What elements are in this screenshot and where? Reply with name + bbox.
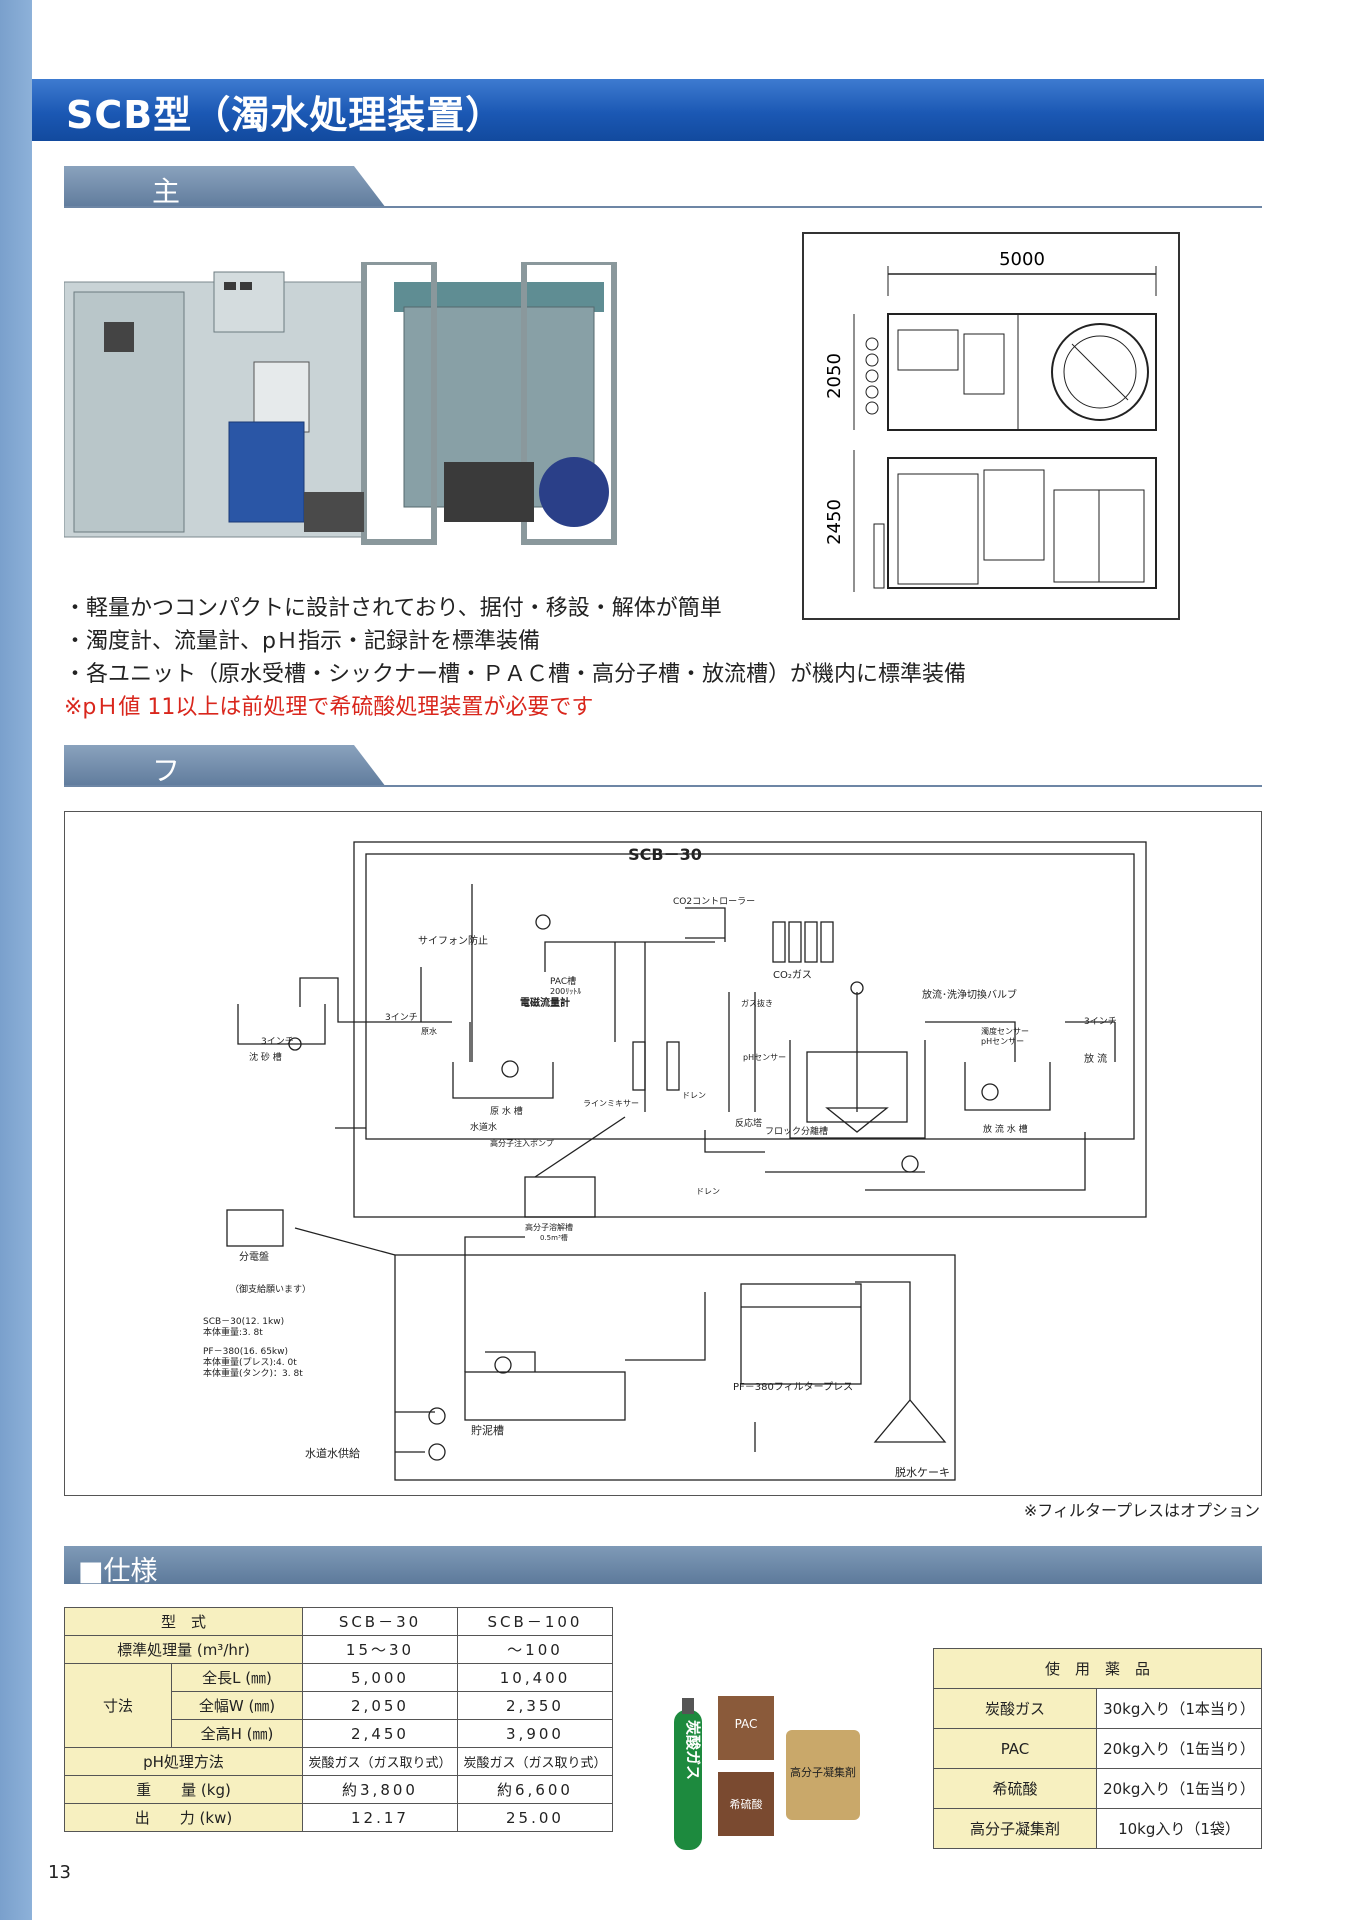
flow-label: CO₂ガス [773,969,812,981]
pac-can-label: PAC [735,1717,758,1731]
spec-row-label: 標準処理量 (m³/hr) [64,1635,303,1664]
spec-row-label: 重 量 (kg) [64,1775,303,1804]
spec-table: 型 式 SCB－30 SCB－100 標準処理量 (m³/hr) 15～30 ～… [64,1607,613,1832]
flow-label: 200ﾘｯﾄﾙ [550,987,581,996]
flow-label: ドレン [682,1091,706,1100]
spec-cell: 約3,800 [302,1775,458,1804]
spec-cell: 5,000 [302,1663,458,1692]
chemicals-illustration: 炭酸ガス PAC 希硫酸 高分子凝集剤 [674,1696,860,1850]
flow-label: 濁度センサー [981,1026,1029,1036]
flow-label: 放 流 [1084,1052,1107,1065]
plan-height-label: 2450 [824,499,845,545]
spec-row-label: 全高H (㎜) [171,1719,303,1748]
page-number: 13 [48,1862,71,1883]
left-color-strip [0,0,32,1920]
flow-label: 3インチ [385,1012,418,1023]
chem-header: 使 用 薬 品 [933,1648,1262,1689]
spec-section-header: ■仕様 [64,1546,1262,1587]
spec-header-col: SCB－100 [457,1607,613,1636]
flow-note: ※フィルタープレスはオプション [1023,1501,1260,1520]
features-list: ・軽量かつコンパクトに設計されており、据付・移設・解体が簡単 ・濁度計、流量計、… [64,592,966,724]
chem-qty: 20kg入り（1缶当り） [1096,1728,1262,1769]
spec-cell: 12.17 [302,1803,458,1832]
flow-label: PF－380(16. 65kw) [203,1347,288,1357]
flow-title: SCB－30 [628,845,702,864]
flow-label: pHセンサー [743,1053,786,1062]
chem-qty: 10kg入り（1袋） [1096,1808,1262,1849]
polymer-bag-label: 高分子凝集剤 [790,1765,856,1779]
chem-name: 高分子凝集剤 [933,1808,1097,1849]
flow-label: 3インチ [1084,1016,1117,1027]
flow-label: （御支給願います） [230,1283,311,1295]
feature-item: ・軽量かつコンパクトに設計されており、据付・移設・解体が簡単 [64,596,722,621]
flow-label: フロック分離槽 [765,1125,828,1137]
spec-cell: ～100 [457,1635,613,1664]
chem-name: 炭酸ガス [933,1688,1097,1729]
plan-width-label: 5000 [999,249,1045,270]
gas-cylinder-label: 炭酸ガス [684,1720,702,1780]
warning-note: ※pＨ値 11以上は前処理で希硫酸処理装置が必要です [64,695,594,720]
flow-label: 放 流 水 槽 [983,1123,1028,1135]
spec-row-label: 出 力 (kw) [64,1803,303,1832]
spec-cell: 10,400 [457,1663,613,1692]
chem-qty: 30kg入り（1本当り） [1096,1688,1262,1729]
chem-qty: 20kg入り（1缶当り） [1096,1768,1262,1809]
flow-label: PAC槽 [550,975,576,987]
chemicals-table: 使 用 薬 品 炭酸ガス 30kg入り（1本当り） PAC 20kg入り（1缶当… [933,1648,1262,1849]
acid-can-label: 希硫酸 [730,1797,763,1811]
chem-name: 希硫酸 [933,1768,1097,1809]
flow-label: ドレン [696,1187,720,1196]
plan-drawing: 5000 2050 2450 [802,232,1180,620]
flow-label: PF－380フィルタープレス [733,1381,853,1393]
feature-item: ・濁度計、流量計、pＨ指示・記録計を標準装備 [64,629,540,654]
flow-label: 本体重量(タンク)：3. 8t [203,1367,303,1379]
spec-cell: 15～30 [302,1635,458,1664]
flow-label: 貯泥槽 [471,1424,504,1437]
spec-cell: 2,350 [457,1691,613,1720]
spec-cell: 約6,600 [457,1775,613,1804]
spec-cell: 2,450 [302,1719,458,1748]
chem-name: PAC [933,1728,1097,1769]
flow-diagram: SCB－30 CO2コントローラー CO₂ガス サイフォン防止 PAC槽 200… [64,811,1262,1496]
spec-row-label: 全幅W (㎜) [171,1691,303,1720]
flow-label: 水道水供給 [305,1446,360,1460]
flow-label: 脱水ケーキ [895,1465,950,1479]
plan-depth-label: 2050 [824,353,845,399]
spec-row-label: pH処理方法 [64,1747,303,1776]
flow-label: 本体重量:3. 8t [203,1326,263,1338]
spec-cell: 2,050 [302,1691,458,1720]
flow-label: 電磁流量計 [520,996,570,1009]
flow-label: ラインミキサー [583,1099,639,1108]
flow-label: 高分子溶解槽 [525,1222,573,1232]
equipment-photo [64,262,664,562]
spec-row-label: 全長L (㎜) [171,1663,303,1692]
flow-label: 原 水 槽 [490,1105,523,1117]
flow-label: 分電盤 [239,1250,269,1263]
flow-label: 0.5m³槽 [540,1233,568,1242]
flow-label: 本体重量(プレス):4. 0t [203,1356,297,1368]
spec-cell: 炭酸ガス（ガス取り式） [302,1747,458,1776]
spec-cell: 25.00 [457,1803,613,1832]
flow-label: 3インチ [261,1036,294,1047]
spec-group-label: 寸法 [64,1663,172,1748]
flow-label: pHセンサー [981,1037,1024,1046]
title-bar [32,79,1264,141]
flow-label: 沈 砂 槽 [249,1051,282,1063]
spec-header-model: 型 式 [64,1607,303,1636]
spec-header-col: SCB－30 [302,1607,458,1636]
feature-item: ・各ユニット（原水受槽・シックナー槽・ＰＡＣ槽・高分子槽・放流槽）が機内に標準装… [64,662,967,687]
flow-label: SCB－30(12. 1kw) [203,1317,284,1327]
page-title: SCB型（濁水処理装置） [66,93,505,137]
flow-label: 高分子注入ポンプ [490,1138,554,1148]
spec-cell: 炭酸ガス（ガス取り式） [457,1747,613,1776]
flow-label: 原水 [421,1026,437,1036]
flow-label: 反応塔 [735,1117,762,1129]
spec-heading: ■仕様 [78,1556,158,1587]
flow-label: CO2コントローラー [673,896,755,907]
flow-label: サイフォン防止 [418,934,488,947]
flow-label: 水道水 [470,1121,497,1133]
flow-label: 放流･洗浄切換バルブ [922,988,1017,1001]
spec-cell: 3,900 [457,1719,613,1748]
flow-label: ガス抜き [741,998,773,1008]
